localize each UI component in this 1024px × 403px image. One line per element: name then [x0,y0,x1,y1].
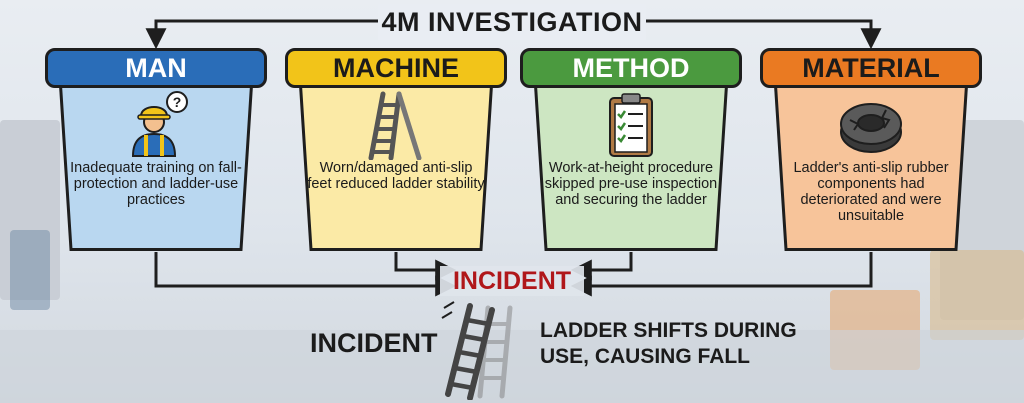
incident-label: INCIDENT [310,328,438,358]
bg-floor [0,330,1024,403]
clipboard-icon [609,93,653,157]
bg-machine-left [10,230,50,310]
falling-ladder-icon [441,301,513,400]
top-connector-left [145,19,378,50]
category-machine: MACHINE Worn/damaged anti-slip feet redu… [285,48,507,260]
bg-boxes [930,250,1024,340]
incident-description: LADDER SHIFTS DURING USE, CAUSING FALL [540,319,797,368]
category-header: MACHINE [285,48,507,88]
ladder-icon [368,91,422,160]
bucket-outline [774,84,968,251]
category-method: METHOD Work-at-height procedure skipped … [520,48,742,260]
category-description: Inadequate training on fall-protection a… [70,160,242,208]
diagram-title: 4M INVESTIGATION [378,4,646,40]
category-header: MAN [45,48,267,88]
category-man: MAN ? Inadequate training on fall-protec… [45,48,267,260]
bucket-outline [299,84,493,251]
bucket-outline [59,84,253,251]
top-connector-right [646,19,882,50]
bucket-outline [534,84,728,251]
incident-center-label: INCIDENT [440,266,584,296]
category-material: MATERIAL Ladder's anti-slip rubber compo… [760,48,982,260]
svg-text:?: ? [173,94,182,110]
category-header: METHOD [520,48,742,88]
worker-icon: ? [131,91,188,157]
category-description: Work-at-height procedure skipped pre-use… [544,160,718,208]
category-header: MATERIAL [760,48,982,88]
category-description: Ladder's anti-slip rubber components had… [793,160,949,224]
rubber-ring-icon [840,103,902,153]
category-description: Worn/damaged anti-slip feet reduced ladd… [307,160,485,192]
